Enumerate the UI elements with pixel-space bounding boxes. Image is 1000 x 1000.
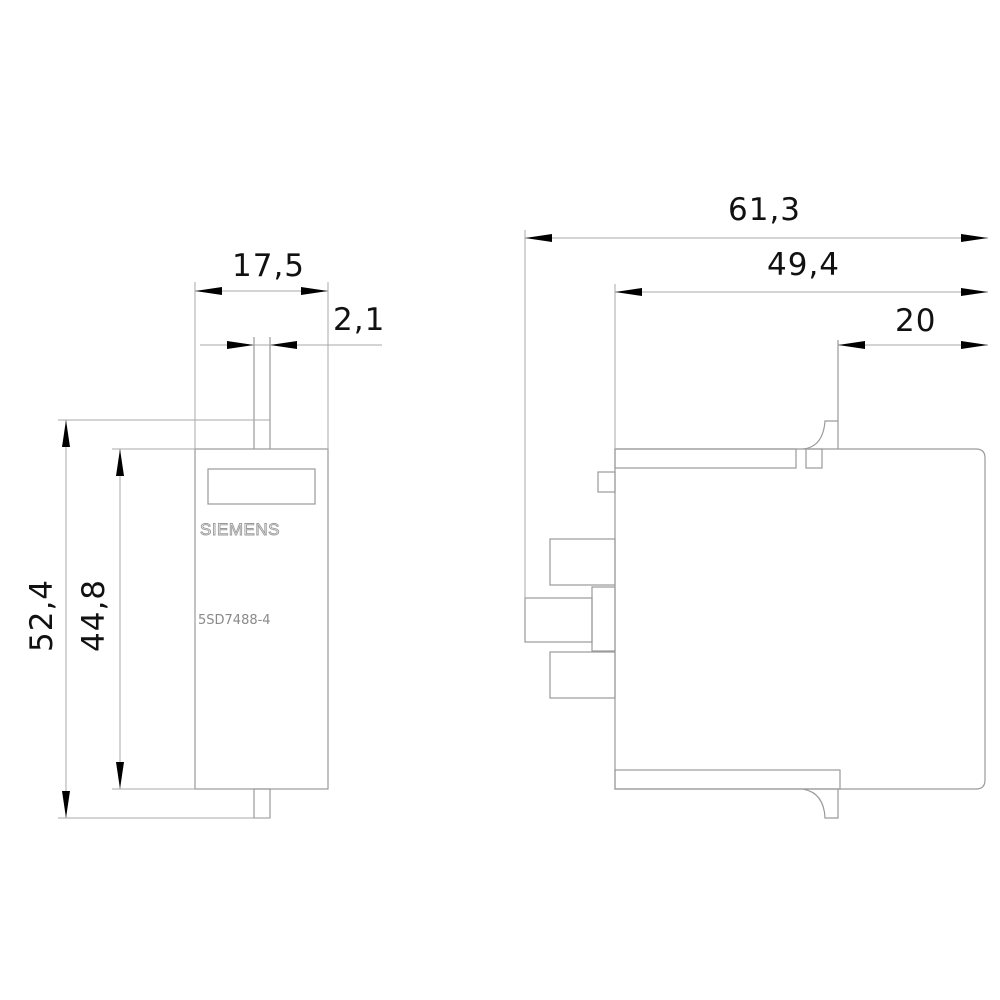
front-view: SIEMENS 5SD7488-4 xyxy=(194,337,329,819)
bottom-hook xyxy=(802,788,839,819)
arrow-head xyxy=(116,449,124,476)
side-view xyxy=(524,340,986,819)
bottom-rail xyxy=(614,769,841,790)
side-body-outline xyxy=(614,448,986,790)
side-view-dimensions: 61,3 49,4 20 xyxy=(524,192,988,598)
dim-body-height-label: 44,8 xyxy=(76,579,112,652)
part-number: 5SD7488-4 xyxy=(198,613,271,628)
side-small-tab xyxy=(597,471,616,493)
top-rail xyxy=(614,448,797,469)
dim-front-depth-label: 20 xyxy=(895,303,936,339)
dim-pin-label: 2,1 xyxy=(333,302,385,338)
bottom-pin xyxy=(253,788,271,819)
dim-total-depth-label: 61,3 xyxy=(728,192,801,228)
arrow-head xyxy=(195,287,222,295)
dim-body-depth-label: 49,4 xyxy=(767,247,840,283)
arrow-head xyxy=(615,288,642,296)
dim-total-height-label: 52,4 xyxy=(24,579,60,652)
brand-logo: SIEMENS xyxy=(200,520,280,539)
arrow-head xyxy=(62,791,70,818)
middle-contact xyxy=(591,586,616,652)
arrow-head xyxy=(961,341,988,349)
arrow-head xyxy=(525,234,552,242)
dim-width-label: 17,5 xyxy=(232,248,305,284)
arrow-head xyxy=(227,341,254,349)
arrow-head xyxy=(301,287,328,295)
arrow-head xyxy=(116,762,124,789)
top-latch-block xyxy=(805,448,823,469)
arrow-head xyxy=(961,288,988,296)
upper-terminal xyxy=(549,538,616,586)
arrow-head xyxy=(62,420,70,447)
lower-terminal xyxy=(549,651,616,699)
front-contact xyxy=(524,597,593,643)
arrow-head xyxy=(270,341,297,349)
top-hook xyxy=(802,420,839,450)
arrow-head xyxy=(838,341,865,349)
arrow-head xyxy=(961,234,988,242)
label-window xyxy=(207,468,316,505)
front-view-dimensions: 17,5 2,1 52,4 44,8 xyxy=(24,248,385,819)
